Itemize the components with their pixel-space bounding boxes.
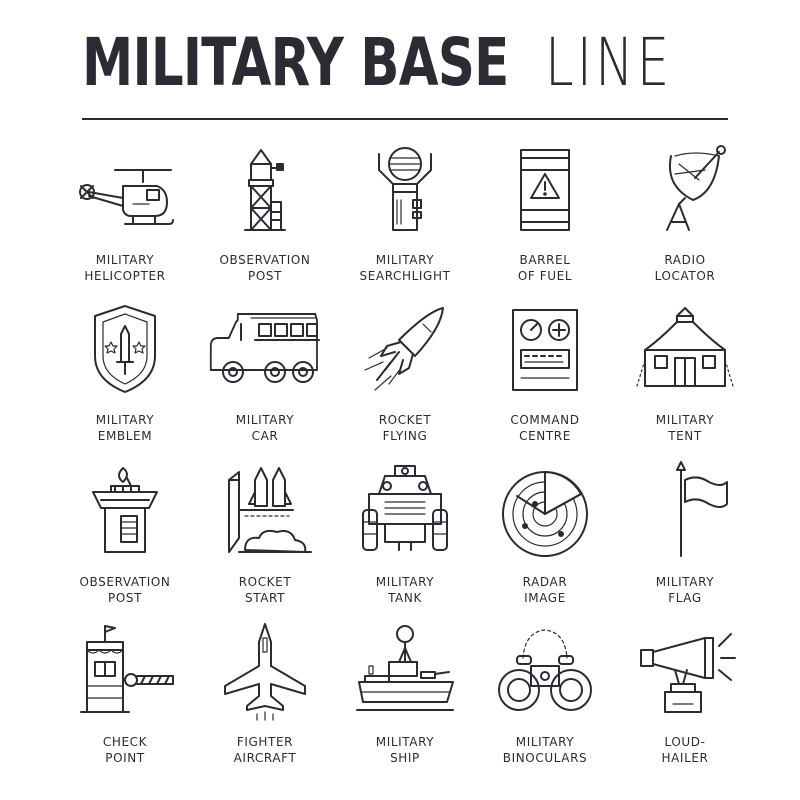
icon-tile-military-emblem: MILITARY EMBLEM	[55, 300, 195, 460]
label-line1: MILITARY	[655, 413, 715, 427]
control-tower-icon	[75, 462, 175, 562]
helicopter-icon	[75, 140, 175, 240]
label-line1: MILITARY	[95, 413, 155, 427]
icon-tile-barrel-of-fuel: BARREL OF FUEL	[475, 140, 615, 300]
label-line2: IMAGE	[524, 591, 566, 605]
label-line2: BINOCULARS	[502, 751, 588, 765]
label-line1: RADIO	[664, 253, 706, 267]
shield-emblem-icon	[75, 300, 175, 400]
label-line2: CAR	[251, 429, 279, 443]
label-line2: FLAG	[668, 591, 702, 605]
icon-tile-military-flag: MILITARY FLAG	[615, 461, 755, 622]
label-line2: LOCATOR	[654, 269, 716, 283]
icon-tile-check-point: CHECK POINT	[55, 622, 195, 782]
label-line1: ROCKET	[378, 413, 432, 427]
icon-tile-loud-hailer: LOUD- HAILER	[615, 622, 755, 782]
title-underline	[82, 118, 728, 120]
satellite-dish-icon	[635, 140, 735, 240]
tent-icon	[635, 300, 735, 400]
icon-tile-radar-image: RADAR IMAGE	[475, 462, 615, 622]
control-panel-icon	[495, 300, 595, 400]
icon-tile-military-tank: MILITARY TANK	[335, 462, 475, 622]
icon-tile-military-car: MILITARY CAR	[195, 300, 335, 460]
icon-tile-observation-post: OBSERVATION POST	[195, 140, 335, 300]
label-line2: FLYING	[382, 429, 428, 443]
label-line2: HAILER	[661, 751, 709, 765]
label-line2: START	[244, 591, 286, 605]
label-line2: OF FUEL	[517, 269, 573, 283]
label-line1: FIGHTER	[236, 735, 294, 749]
page-title-thin: LINE	[545, 24, 673, 101]
label-line1: MILITARY	[515, 735, 575, 749]
page-title-bold: MILITARY BASE	[82, 24, 509, 101]
label-line2: TENT	[668, 429, 702, 443]
searchlight-icon	[355, 140, 455, 240]
label-line1: BARREL	[519, 253, 571, 267]
radar-icon	[495, 462, 595, 562]
label-line1: OBSERVATION	[219, 253, 311, 267]
label-line1: MILITARY	[235, 413, 295, 427]
icon-tile-military-binoculars: MILITARY BINOCULARS	[475, 622, 615, 782]
label-line2: HELICOPTER	[84, 269, 166, 283]
icon-tile-military-helicopter: MILITARY HELICOPTER	[55, 140, 195, 300]
military-truck-icon	[209, 300, 320, 400]
icon-tile-military-searchlight: MILITARY SEARCHLIGHT	[335, 140, 475, 300]
armored-vehicle-icon	[355, 462, 455, 562]
binoculars-icon	[495, 622, 595, 722]
icon-tile-military-ship: MILITARY SHIP	[335, 622, 475, 782]
rocket-icon	[355, 300, 455, 400]
icon-tile-fighter-aircraft: FIGHTER AIRCRAFT	[195, 622, 335, 782]
warship-icon	[355, 622, 455, 722]
icon-tile-military-tent: MILITARY TENT	[615, 300, 755, 460]
fighter-jet-icon	[215, 622, 315, 722]
label-line1: RADAR	[522, 575, 568, 589]
label-line2: TANK	[388, 591, 422, 605]
fuel-barrel-icon	[495, 140, 595, 240]
flag-icon	[635, 461, 735, 562]
label-line2: AIRCRAFT	[233, 751, 297, 765]
rocket-launch-icon	[215, 462, 315, 562]
watchtower-icon	[215, 140, 315, 240]
label-line2: POST	[107, 591, 143, 605]
label-line1: LOUD-	[664, 735, 706, 749]
checkpoint-barrier-icon	[75, 622, 175, 722]
label-line1: OBSERVATION	[79, 575, 171, 589]
icon-tile-radio-locator: RADIO LOCATOR	[615, 140, 755, 300]
label-line1: MILITARY	[375, 575, 435, 589]
header: MILITARY BASE LINE	[0, 24, 800, 120]
icon-tile-observation-post-tower: OBSERVATION POST	[55, 462, 195, 622]
icon-tile-rocket-flying: ROCKET FLYING	[335, 300, 475, 460]
label-line2: SHIP	[390, 751, 420, 765]
label-line2: POINT	[105, 751, 145, 765]
label-line1: MILITARY	[375, 253, 435, 267]
label-line2: SEARCHLIGHT	[359, 269, 451, 283]
label-line1: CHECK	[102, 735, 148, 749]
megaphone-icon	[635, 622, 736, 722]
label-line2: POST	[247, 269, 283, 283]
icon-tile-command-centre: COMMAND CENTRE	[475, 300, 615, 460]
label-line1: COMMAND	[510, 413, 580, 427]
label-line1: MILITARY	[375, 735, 435, 749]
label-line1: MILITARY	[95, 253, 155, 267]
icon-tile-rocket-start: ROCKET START	[195, 462, 335, 622]
label-line2: EMBLEM	[97, 429, 153, 443]
label-line2: CENTRE	[519, 429, 571, 443]
label-line1: ROCKET	[238, 575, 292, 589]
label-line1: MILITARY	[655, 575, 715, 589]
